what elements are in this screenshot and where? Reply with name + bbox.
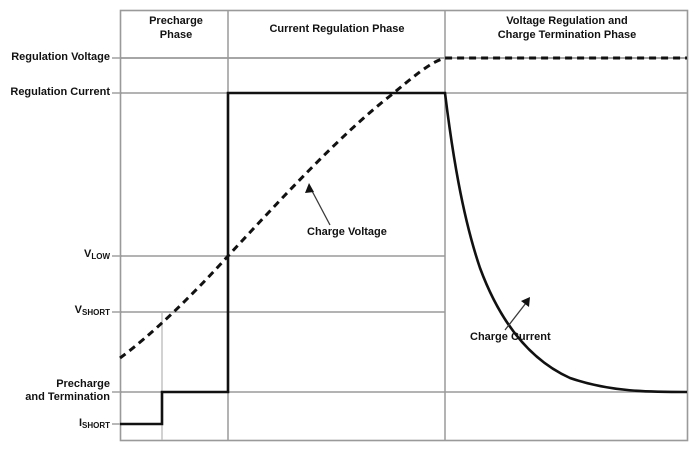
charge-voltage-arrow-line [310, 188, 331, 226]
annotation-charge-current-text: Charge Current [470, 331, 551, 343]
chart-frame [119, 9, 689, 442]
annotation-charge-current: Charge Current [470, 331, 551, 343]
phase-precharge-line1: Precharge [149, 15, 203, 27]
axis-label-i-short-sub: SHORT [82, 421, 110, 430]
axis-label-v-short-text: V [74, 304, 82, 316]
axis-label-precharge-termination: Precharge and Termination [0, 378, 110, 404]
charge-voltage-curve [119, 56, 687, 360]
axis-label-i-short: ISHORT [0, 417, 110, 430]
axis-label-precharge-termination-line2: and Termination [25, 391, 110, 403]
phase-voltage-regulation-line1: Voltage Regulation and [506, 15, 628, 27]
phase-label-current-regulation: Current Regulation Phase [232, 22, 442, 36]
phase-label-precharge: Precharge Phase [128, 14, 224, 42]
axis-label-precharge-termination-line1: Precharge [56, 378, 110, 390]
axis-label-v-low-text: V [83, 248, 92, 260]
axis-label-regulation-voltage-text: Regulation Voltage [11, 51, 110, 63]
axis-label-v-low-sub: LOW [91, 252, 110, 261]
charge-voltage-arrow-head [305, 183, 314, 193]
axis-label-i-short-text: I [78, 417, 82, 429]
phase-label-voltage-regulation: Voltage Regulation and Charge Terminatio… [450, 14, 684, 42]
phase-precharge-line2: Phase [159, 29, 193, 41]
phase-voltage-regulation-line2: Charge Termination Phase [497, 29, 637, 41]
phase-current-regulation-line1: Current Regulation Phase [269, 23, 405, 35]
charge-current-arrow-line [504, 302, 527, 331]
annotation-charge-voltage: Charge Voltage [307, 226, 387, 238]
axis-label-regulation-voltage: Regulation Voltage [0, 51, 110, 64]
charge-current-curve [120, 91, 688, 426]
axis-label-v-short-sub: SHORT [82, 308, 110, 317]
axis-label-v-short: VSHORT [0, 304, 110, 317]
annotation-charge-voltage-text: Charge Voltage [307, 226, 387, 238]
charge-current-arrow-head [521, 297, 530, 307]
axis-label-v-low: VLOW [0, 248, 110, 261]
axis-label-regulation-current: Regulation Current [0, 86, 110, 99]
axis-label-regulation-current-text: Regulation Current [10, 86, 110, 98]
